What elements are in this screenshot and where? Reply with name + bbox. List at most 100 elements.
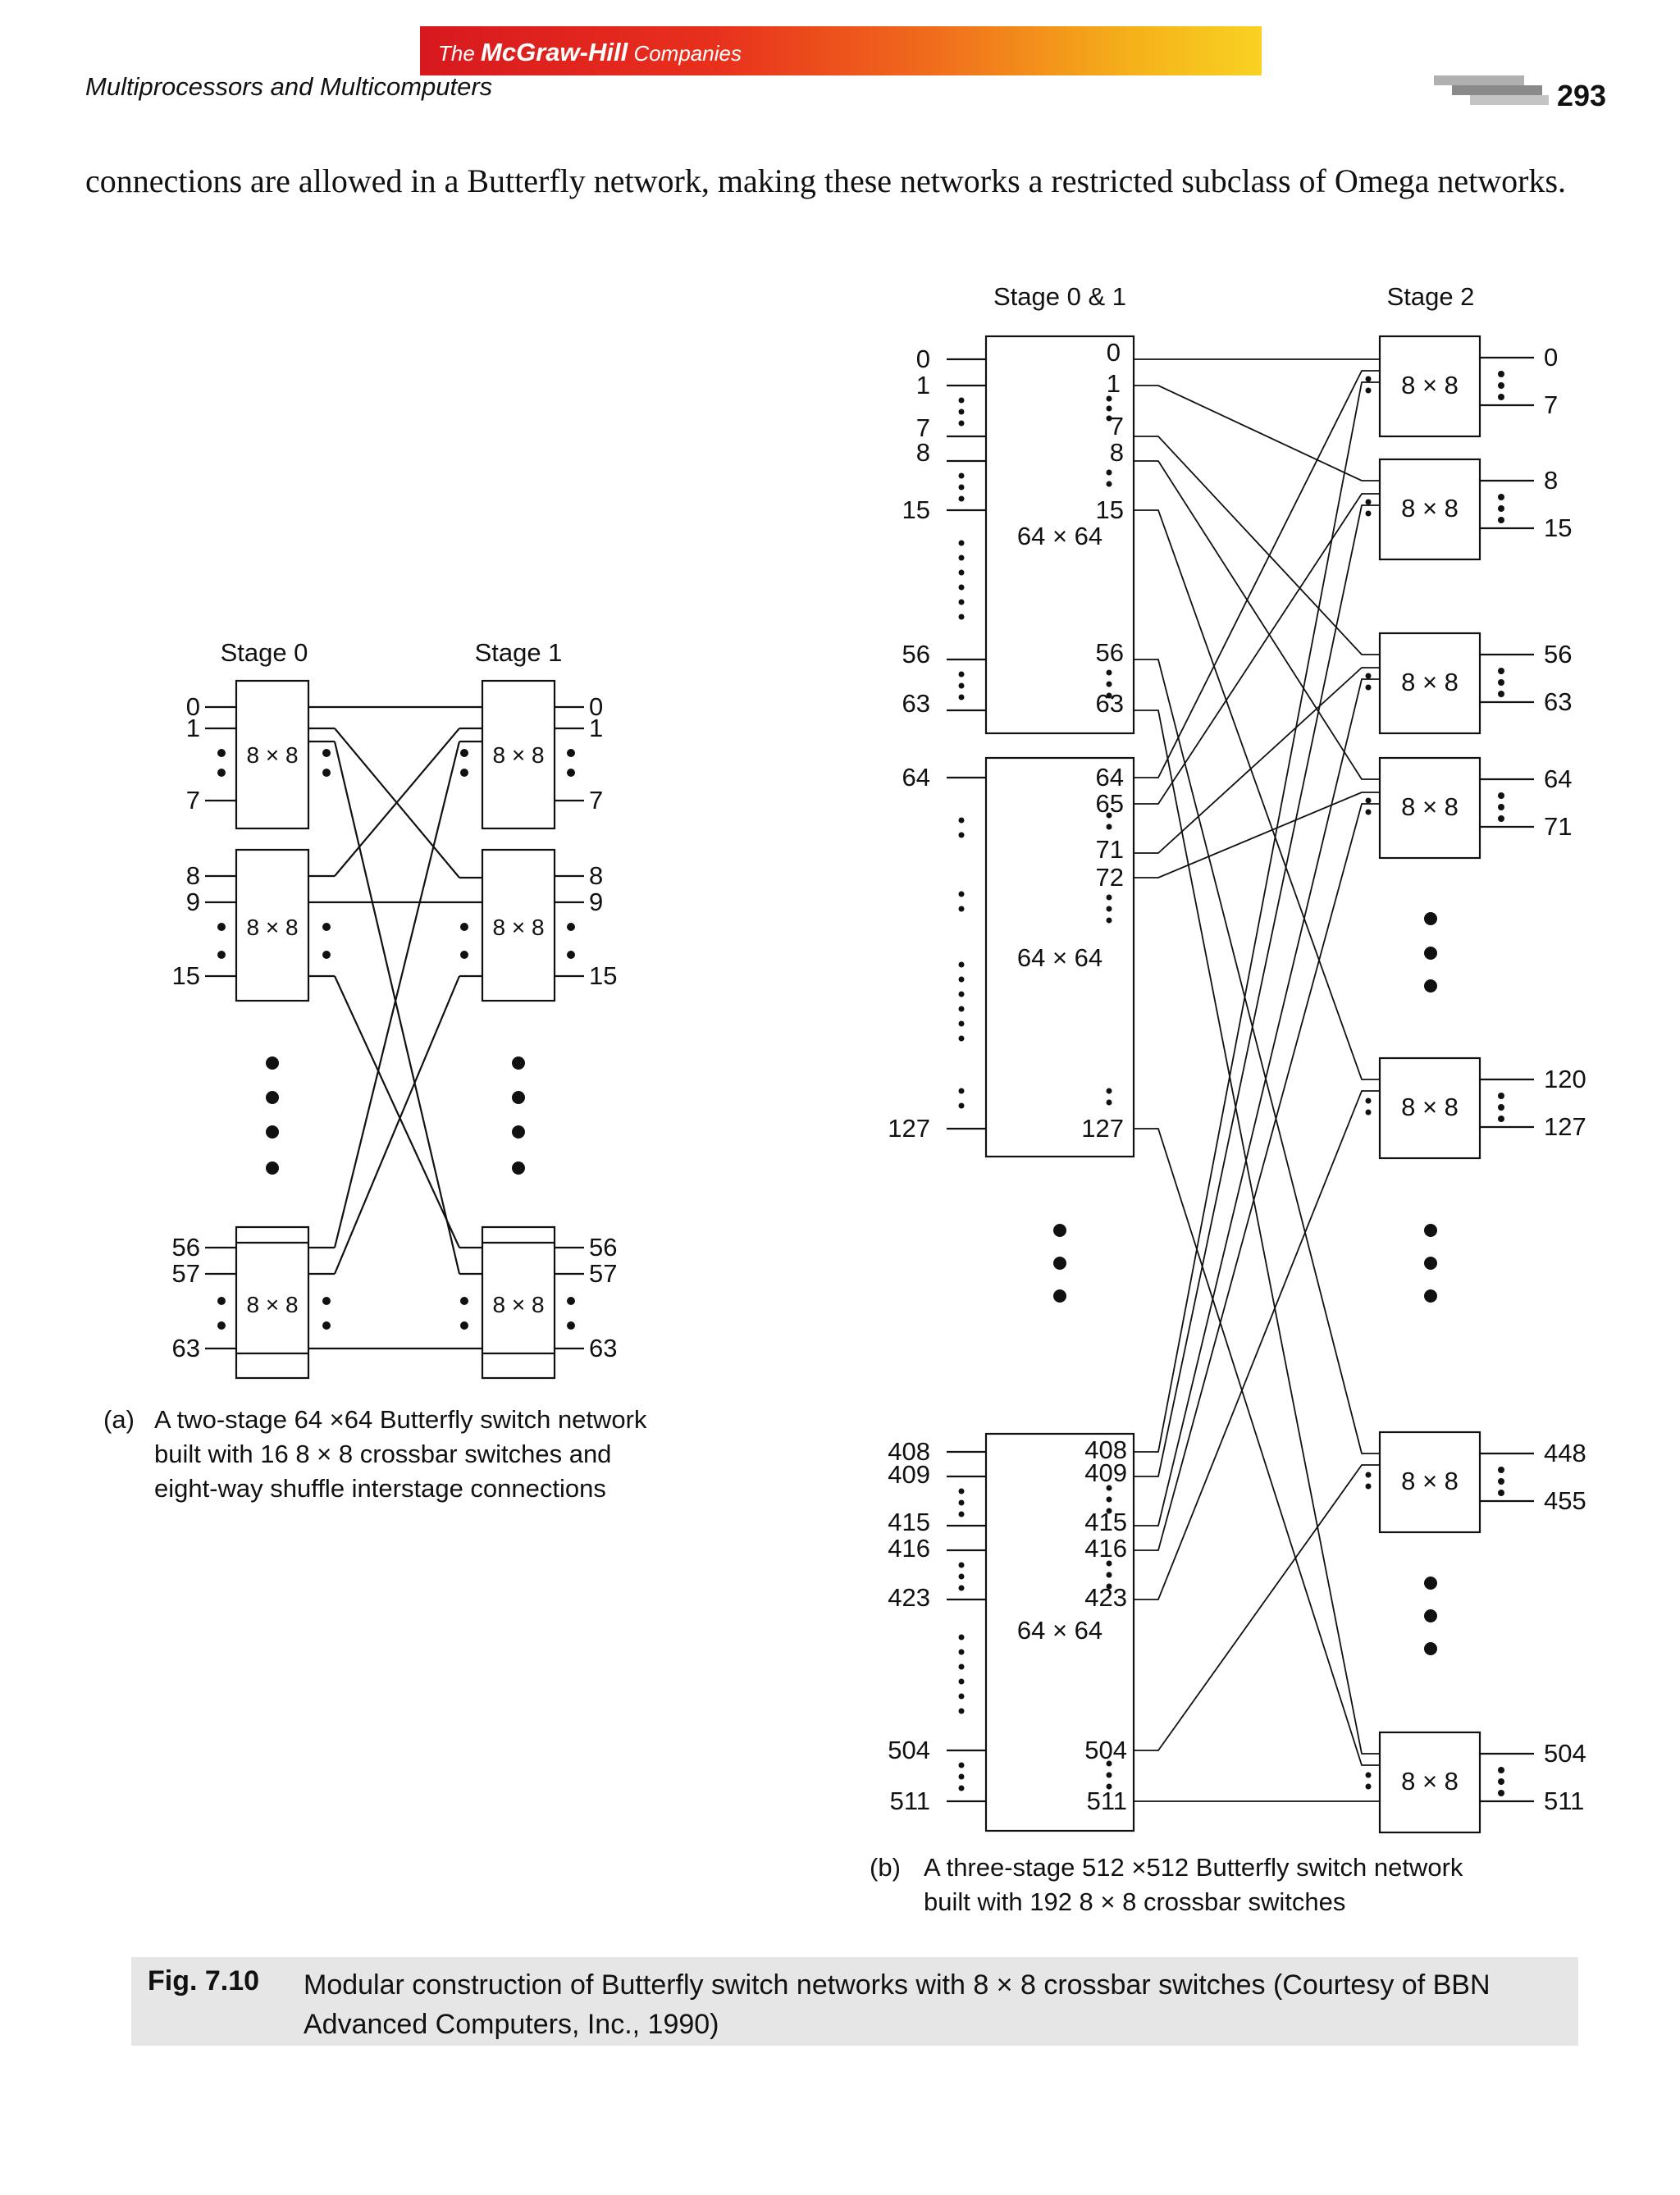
fig-b-switch-label: 8 × 8 — [1401, 494, 1459, 523]
fig-b-switch — [1378, 756, 1481, 860]
header-decoration — [1434, 75, 1524, 85]
fig-a-switch — [481, 679, 556, 830]
fig-b-switch-label: 8 × 8 — [1401, 792, 1459, 821]
header-decoration — [1470, 95, 1549, 105]
fig-b-output-label: 0 — [1544, 343, 1558, 372]
figure-caption-text: Modular construction of Butterfly switch… — [304, 1969, 1491, 2040]
fig-b-port-label: 416 — [888, 1534, 930, 1563]
fig-b-output-label: 455 — [1544, 1486, 1586, 1515]
publisher-suffix: Companies — [633, 41, 742, 66]
body-paragraph: connections are allowed in a Butterfly n… — [85, 162, 1567, 199]
fig-b-switch-label: 8 × 8 — [1401, 371, 1459, 399]
fig-b-port-label: 415 — [1084, 1508, 1127, 1536]
publisher-name: McGraw-Hill — [481, 38, 628, 66]
fig-b-switch-label: 8 × 8 — [1401, 1467, 1459, 1495]
fig-b-block — [984, 756, 1135, 1158]
running-head: Multiprocessors and Multicomputers — [85, 72, 493, 101]
fig-b-switch — [1378, 1431, 1481, 1534]
figure-a-text: Stage 0 Stage 1 8 × 8 8 × 8 8 × 8 8 × 8 … — [172, 638, 618, 1362]
fig-b-switch — [1378, 458, 1481, 561]
fig-b-output-label: 7 — [1544, 390, 1558, 419]
figure-caption: Fig. 7.10 Modular construction of Butter… — [131, 1957, 1578, 2046]
figure-b-text: Stage 0 & 1 Stage 2 64 × 64 64 × 64 64 ×… — [888, 282, 1586, 1815]
subcaption-a-tag: (a) — [103, 1405, 135, 1434]
fig-b-port-label: 423 — [888, 1583, 930, 1612]
fig-a-switch — [481, 848, 556, 1002]
fig-a-switch-label: 8 × 8 — [492, 742, 544, 768]
fig-a-output-label: 8 — [589, 861, 603, 890]
fig-b-port-label: 56 — [902, 640, 930, 669]
fig-a-stage-label: Stage 0 — [221, 638, 308, 667]
subcaption-b: (b) A three-stage 512 ×512 Butterfly swi… — [870, 1850, 1591, 1924]
fig-b-switch — [1378, 1056, 1481, 1160]
subcaption-a-line: built with 16 8 × 8 crossbar switches an… — [154, 1440, 612, 1468]
publisher-prefix: The — [438, 41, 475, 66]
fig-a-input-label: 8 — [186, 861, 200, 890]
fig-b-block — [984, 1432, 1135, 1832]
fig-a-input-label: 9 — [186, 888, 200, 916]
fig-b-port-label: 415 — [888, 1508, 930, 1536]
fig-b-port-label: 65 — [1096, 789, 1124, 818]
fig-b-output-label: 71 — [1544, 812, 1572, 841]
fig-a-input-label: 1 — [186, 714, 200, 742]
fig-b-output-label: 504 — [1544, 1739, 1586, 1768]
fig-b-output-label: 15 — [1544, 513, 1572, 542]
fig-b-port-label: 409 — [888, 1460, 930, 1489]
fig-b-port-label: 56 — [1096, 638, 1124, 667]
subcaption-b-tag: (b) — [870, 1853, 901, 1882]
header-decoration — [1452, 85, 1542, 95]
fig-a-output-label: 9 — [589, 888, 603, 916]
fig-b-block-label: 64 × 64 — [1017, 522, 1102, 550]
fig-b-switch — [1378, 335, 1481, 438]
fig-a-input-label: 56 — [172, 1233, 200, 1262]
fig-a-switch-label: 8 × 8 — [246, 1292, 298, 1317]
subcaption-a-line: eight-way shuffle interstage connections — [154, 1474, 606, 1503]
subcaption-a-line: A two-stage 64 ×64 Butterfly switch netw… — [154, 1405, 647, 1434]
fig-b-dots — [958, 371, 1504, 1796]
fig-a-output-label: 15 — [589, 961, 617, 990]
fig-b-port-label: 15 — [1096, 495, 1124, 524]
fig-b-port-label: 63 — [902, 689, 930, 718]
fig-b-port-label: 63 — [1096, 689, 1124, 718]
subcaption-b-line: built with 192 8 × 8 crossbar switches — [924, 1887, 1346, 1916]
publisher-logo: The McGraw-Hill Companies — [438, 38, 742, 67]
figure-a — [205, 679, 584, 1380]
fig-a-input-label: 57 — [172, 1259, 200, 1288]
fig-b-port-label: 8 — [1110, 438, 1124, 467]
fig-b-port-label: 0 — [916, 345, 930, 373]
fig-b-port-label: 127 — [1081, 1114, 1124, 1143]
figure-label: Fig. 7.10 — [148, 1965, 260, 1996]
fig-b-port-label: 72 — [1096, 863, 1124, 892]
fig-b-output-label: 120 — [1544, 1065, 1586, 1093]
fig-b-port-label: 408 — [888, 1437, 930, 1466]
fig-b-switch-label: 8 × 8 — [1401, 668, 1459, 696]
fig-a-output-label: 56 — [589, 1233, 617, 1262]
fig-b-port-label: 504 — [888, 1736, 930, 1764]
fig-a-switch-label: 8 × 8 — [246, 915, 298, 940]
fig-b-port-label: 8 — [916, 438, 930, 467]
fig-b-port-label: 511 — [1087, 1787, 1127, 1815]
fig-b-port-label: 416 — [1084, 1534, 1127, 1563]
fig-b-port-label: 7 — [916, 413, 930, 442]
fig-b-port-label: 15 — [902, 495, 930, 524]
fig-b-port-label: 1 — [916, 371, 930, 399]
fig-b-port-label: 1 — [1107, 369, 1121, 398]
fig-b-switch — [1378, 1731, 1481, 1834]
fig-b-switch-label: 8 × 8 — [1401, 1093, 1459, 1121]
fig-a-input-label: 0 — [186, 692, 200, 721]
fig-b-switch-label: 8 × 8 — [1401, 1767, 1459, 1796]
fig-a-input-label: 7 — [186, 786, 200, 815]
fig-a-input-label: 15 — [172, 961, 200, 990]
fig-a-switch — [235, 679, 310, 830]
fig-b-stage-label: Stage 2 — [1387, 282, 1475, 311]
fig-b-port-label: 127 — [888, 1114, 930, 1143]
fig-b-switch — [1378, 632, 1481, 735]
fig-b-port-label: 7 — [1110, 412, 1124, 440]
fig-b-block-label: 64 × 64 — [1017, 943, 1102, 972]
fig-b-port-label: 423 — [1084, 1583, 1127, 1612]
fig-b-wires — [1134, 358, 1380, 1802]
fig-a-switch — [235, 1225, 310, 1380]
fig-a-output-label: 1 — [589, 714, 603, 742]
fig-b-port-label: 409 — [1084, 1458, 1127, 1487]
